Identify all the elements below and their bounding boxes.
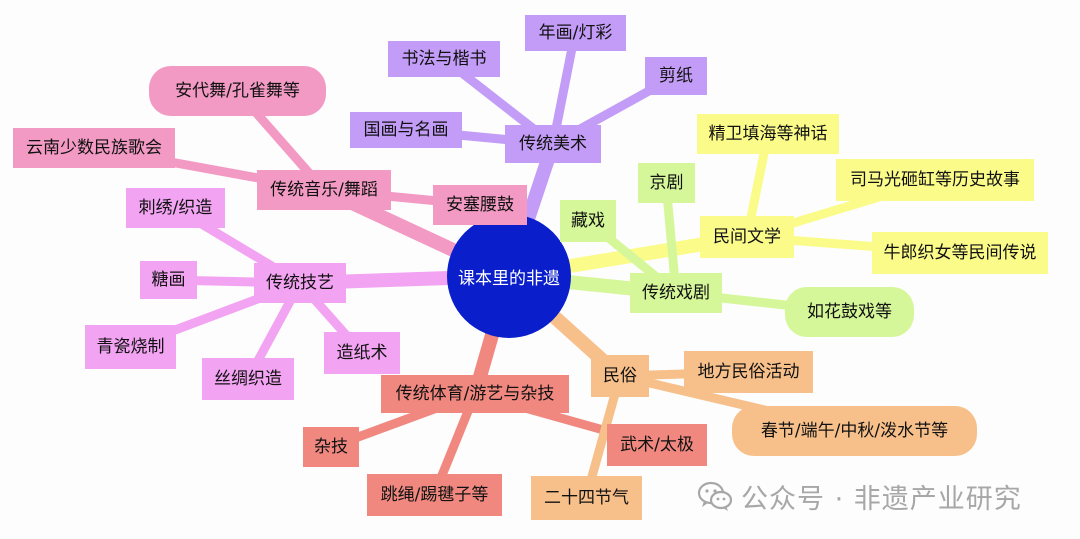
leaf-rope-shuttlecock: 跳绳/踢毽子等 bbox=[367, 474, 502, 516]
center-node: 课本里的非遗 bbox=[447, 214, 571, 338]
leaf-embroidery-weaving: 刺绣/织造 bbox=[126, 188, 225, 228]
wechat-icon bbox=[697, 481, 733, 511]
leaf-local-folk-activities: 地方民俗活动 bbox=[684, 351, 813, 393]
leaf-festivals: 春节/端午/中秋/泼水节等 bbox=[732, 406, 977, 456]
branch-traditional-opera: 传统戏剧 bbox=[630, 273, 722, 313]
leaf-peking-opera: 京剧 bbox=[638, 163, 695, 203]
leaf-historical-stories: 司马光砸缸等历史故事 bbox=[836, 159, 1034, 201]
leaf-tibetan-opera: 藏戏 bbox=[560, 200, 616, 242]
leaf-solar-terms: 二十四节气 bbox=[531, 476, 642, 520]
branch-folk-custom: 民俗 bbox=[591, 355, 649, 397]
branch-traditional-music-dance: 传统音乐/舞蹈 bbox=[257, 170, 391, 210]
leaf-yunnan-ethnic-song-fair: 云南少数民族歌会 bbox=[13, 128, 175, 168]
branch-folk-literature: 民间文学 bbox=[700, 216, 794, 258]
leaf-paper-cutting: 剪纸 bbox=[645, 57, 707, 95]
leaf-acrobatics: 杂技 bbox=[303, 427, 359, 467]
leaf-new-year-painting: 年画/灯彩 bbox=[525, 15, 626, 51]
leaf-martial-arts-taichi: 武术/太极 bbox=[607, 424, 707, 466]
leaf-papermaking: 造纸术 bbox=[324, 332, 400, 374]
leaf-celadon-firing: 青瓷烧制 bbox=[85, 325, 176, 369]
leaf-myths: 精卫填海等神话 bbox=[697, 114, 839, 154]
watermark-text: 公众号 · 非遗产业研究 bbox=[741, 483, 1022, 515]
leaf-folk-legends: 牛郎织女等民间传说 bbox=[872, 232, 1048, 274]
leaf-sugar-painting: 糖画 bbox=[140, 261, 197, 299]
branch-traditional-sports: 传统体育/游艺与杂技 bbox=[381, 375, 569, 413]
leaf-andai-peacock-dance: 安代舞/孔雀舞等 bbox=[149, 66, 326, 116]
leaf-flower-drum-opera: 如花鼓戏等 bbox=[785, 287, 914, 337]
branch-traditional-craft: 传统技艺 bbox=[254, 263, 346, 303]
watermark: 公众号 · 非遗产业研究 bbox=[697, 478, 1022, 515]
leaf-ansai-waist-drum: 安塞腰鼓 bbox=[433, 185, 527, 225]
leaf-silk-weaving: 丝绸织造 bbox=[202, 358, 294, 400]
leaf-calligraphy: 书法与楷书 bbox=[388, 41, 500, 77]
leaf-chinese-painting: 国画与名画 bbox=[350, 112, 462, 148]
branch-traditional-art: 传统美术 bbox=[505, 125, 601, 163]
